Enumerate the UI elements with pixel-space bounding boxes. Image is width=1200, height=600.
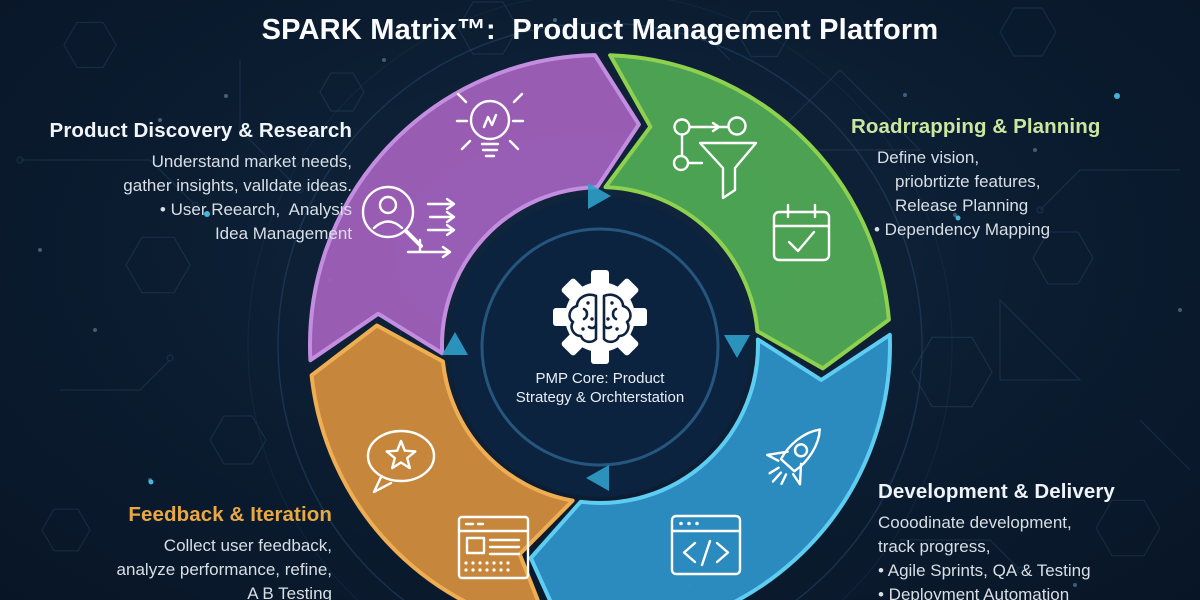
quadrant-line: • Deployment Automation [878, 585, 1070, 600]
flow-arrow-down-icon [724, 335, 750, 358]
quadrant-heading: Feedback & Iteration [128, 503, 332, 526]
quadrant-line: gather insights, valldate ideas. [123, 176, 352, 195]
gear-brain-icon [553, 270, 647, 364]
center-ring [480, 227, 720, 467]
quadrant-line: Cooodinate development, [878, 513, 1072, 532]
quadrant-roadmapping: Roadrrapping & Planning Define vision, p… [851, 115, 1181, 242]
quadrant-feedback: Feedback & Iteration Collect user feedba… [2, 503, 332, 600]
quadrant-line: • User Reearch, Analysis [159, 200, 352, 219]
rocket-icon [766, 428, 821, 486]
quadrant-line: Collect user feedback, [163, 536, 332, 555]
quadrant-heading: Development & Delivery [878, 480, 1115, 503]
outer-ring-faint-2 [247, 0, 953, 600]
code-window-icon [670, 514, 742, 576]
background-glow-dots [148, 93, 1120, 485]
quadrant-line: Understand market needs, [151, 152, 352, 171]
quadrant-development: Development & Delivery Cooodinate develo… [878, 480, 1198, 600]
quadrant-line: • Dependency Mapping [874, 220, 1051, 239]
quadrant-product-discovery: Product Discovery & Research Understand … [12, 119, 352, 246]
flow-arrow-up-icon [442, 332, 468, 355]
page-title: SPARK Matrix™: Product Management Platfo… [261, 14, 939, 46]
lightbulb-icon [455, 92, 525, 158]
arc-product-discovery [308, 53, 641, 363]
quadrant-line: Release Planning [895, 196, 1029, 215]
outer-ring-faint [277, 22, 923, 600]
quadrant-heading: Product Discovery & Research [49, 119, 352, 142]
quadrant-line: A B Testing [247, 584, 332, 600]
arc-development [528, 332, 892, 600]
chat-star-icon [366, 429, 436, 494]
quadrant-line: track progress, [878, 537, 991, 556]
workflow-funnel-icon [672, 116, 758, 200]
quadrant-line: Define vision, [877, 148, 980, 167]
background-pattern [16, 1, 1191, 574]
quadrant-line: Idea Management [214, 224, 352, 243]
flow-arrow-left-icon [586, 465, 609, 491]
calendar-check-icon [772, 203, 831, 262]
quadrant-heading: Roadrrapping & Planning [851, 115, 1101, 138]
center-hub-label: PMP Core: Product Strategy & Orchterstat… [440, 369, 760, 407]
quadrant-line: • Agile Sprints, QA & Testing [878, 561, 1091, 580]
quadrant-line: priobrtizte features, [895, 172, 1041, 191]
center-label-line2: Strategy & Orchterstation [515, 389, 685, 406]
flow-arrows [442, 183, 750, 491]
user-research-icon [361, 185, 456, 259]
flow-arrow-right-icon [588, 183, 611, 209]
quadrant-line: analyze performance, refine, [116, 560, 332, 579]
center-label-line1: PMP Core: Product [535, 370, 665, 387]
browser-list-icon [457, 515, 530, 580]
